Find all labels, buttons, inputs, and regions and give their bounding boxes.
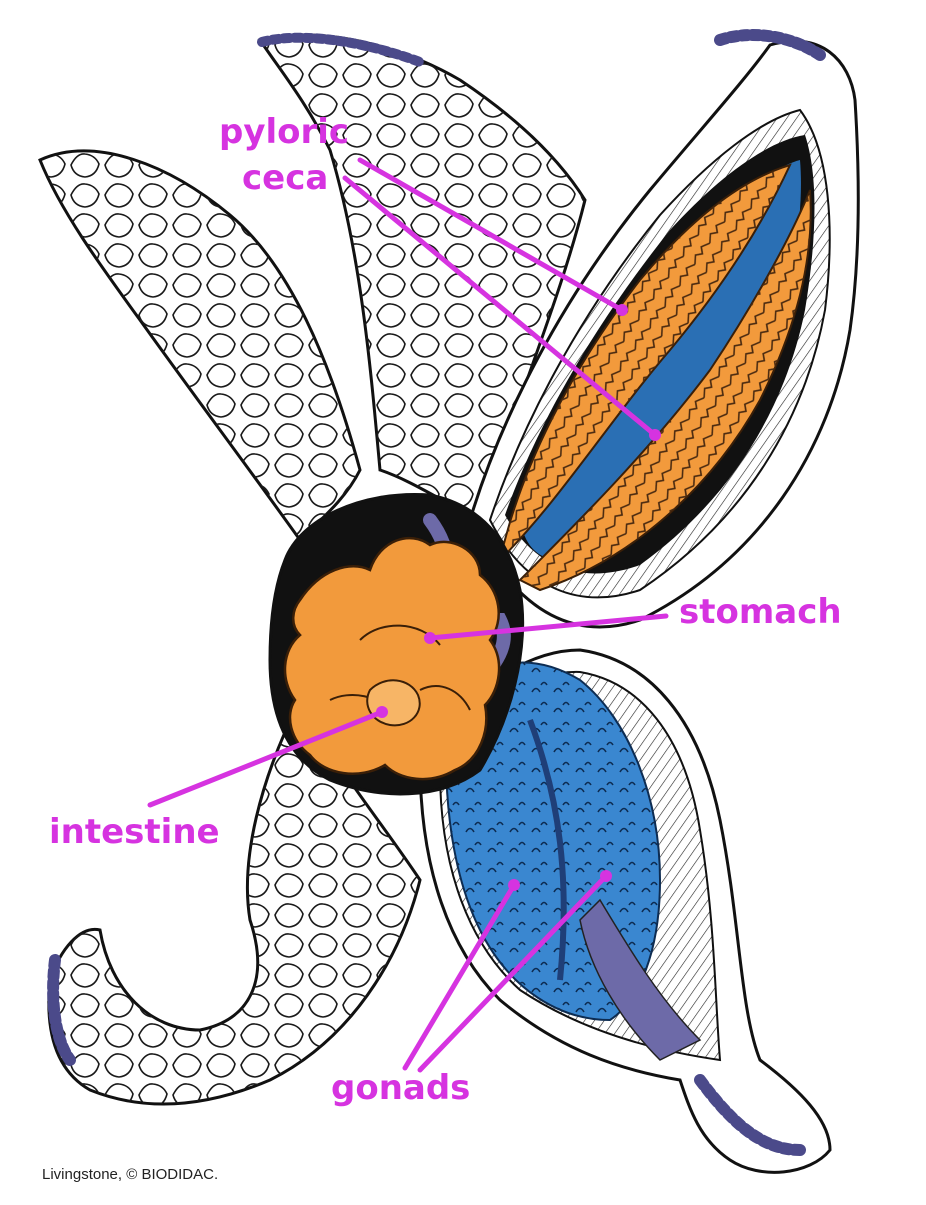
label-gonads: gonads [331, 1068, 470, 1108]
label-intestine: intestine [49, 812, 220, 852]
label-pyloric-ceca-line1: pyloric [219, 112, 349, 152]
label-pyloric-ceca-line2: ceca [242, 158, 328, 198]
label-stomach: stomach [679, 592, 842, 632]
credit-text: Livingstone, © BIODIDAC. [42, 1166, 218, 1183]
intestine [367, 680, 420, 725]
arm-upper-left [40, 151, 360, 540]
